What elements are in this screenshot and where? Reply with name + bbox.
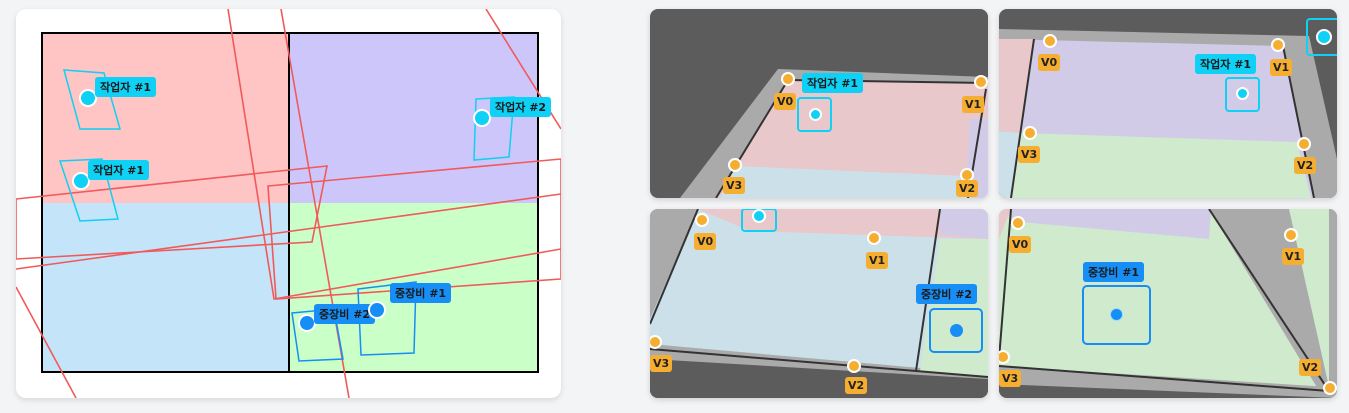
vertex-handle[interactable]: [1011, 216, 1025, 230]
marker-label: 중장비 #2: [314, 304, 376, 324]
worker-marker[interactable]: [72, 172, 90, 190]
vertex-label: V1: [962, 96, 985, 113]
vertex-handle[interactable]: [1271, 38, 1285, 52]
worker-marker[interactable]: [79, 89, 97, 107]
vertex-label: V0: [1038, 54, 1061, 71]
worker-marker[interactable]: [1316, 29, 1332, 45]
vertex-handle[interactable]: [1297, 137, 1311, 151]
vertex-label: V0: [774, 93, 797, 110]
object-label: 중장비 #1: [1083, 262, 1145, 282]
vertex-handle[interactable]: [1043, 34, 1057, 48]
vertex-handle[interactable]: [1323, 381, 1337, 395]
camera-view-1[interactable]: 작업자 #1 V0 V1 V2 V3: [650, 9, 988, 198]
equipment-marker[interactable]: [368, 301, 386, 319]
vertex-handle[interactable]: [781, 72, 795, 86]
worker-marker[interactable]: [752, 209, 766, 223]
vertex-handle[interactable]: [695, 213, 709, 227]
vertex-label: V2: [956, 180, 979, 197]
vertex-label: V1: [1282, 248, 1305, 265]
worker-marker[interactable]: [809, 108, 822, 121]
vertex-label: V3: [1018, 146, 1041, 163]
marker-label: 중장비 #1: [390, 283, 452, 303]
vertex-handle[interactable]: [728, 158, 742, 172]
vertex-handle[interactable]: [974, 75, 988, 89]
vertex-label: V0: [694, 233, 717, 250]
marker-label: 작업자 #1: [95, 77, 157, 97]
marker-label: 작업자 #2: [490, 97, 552, 117]
vertex-label: V2: [845, 377, 868, 394]
zone-b[interactable]: [289, 33, 538, 203]
camera-view-2[interactable]: 작업자 #1 V0 V1 V2 V3: [999, 9, 1337, 198]
vertex-handle[interactable]: [1284, 228, 1298, 242]
vertex-label: V3: [650, 355, 673, 372]
vertex-label: V3: [999, 370, 1022, 387]
vertex-handle[interactable]: [1023, 126, 1037, 140]
vertex-label: V2: [1299, 359, 1322, 376]
object-label: 중장비 #2: [916, 284, 978, 304]
vertex-label: V0: [1009, 236, 1032, 253]
worker-marker[interactable]: [1236, 87, 1249, 100]
worker-marker[interactable]: [473, 109, 491, 127]
vertex-handle[interactable]: [867, 231, 881, 245]
vertex-handle[interactable]: [650, 335, 662, 349]
marker-label: 작업자 #1: [88, 160, 150, 180]
site-map: 작업자 #1 작업자 #1 작업자 #2 중장비 #2 중장비 #1: [16, 9, 561, 398]
equipment-marker[interactable]: [1110, 308, 1123, 321]
vertex-label: V1: [866, 252, 889, 269]
camera-view-4[interactable]: 중장비 #1 V0 V1 V2 V3: [999, 209, 1337, 398]
object-label: 작업자 #1: [802, 73, 864, 93]
zone-map: [16, 9, 561, 398]
object-label: 작업자 #1: [1195, 54, 1257, 74]
equipment-marker[interactable]: [950, 324, 963, 337]
zone-c[interactable]: [42, 203, 289, 372]
camera-view-3[interactable]: 중장비 #2 V0 V1 V2 V3: [650, 209, 988, 398]
vertex-handle[interactable]: [847, 359, 861, 373]
vertex-handle[interactable]: [999, 350, 1010, 364]
vertex-label: V3: [723, 177, 746, 194]
vertex-label: V1: [1270, 59, 1293, 76]
vertex-label: V2: [1294, 157, 1317, 174]
